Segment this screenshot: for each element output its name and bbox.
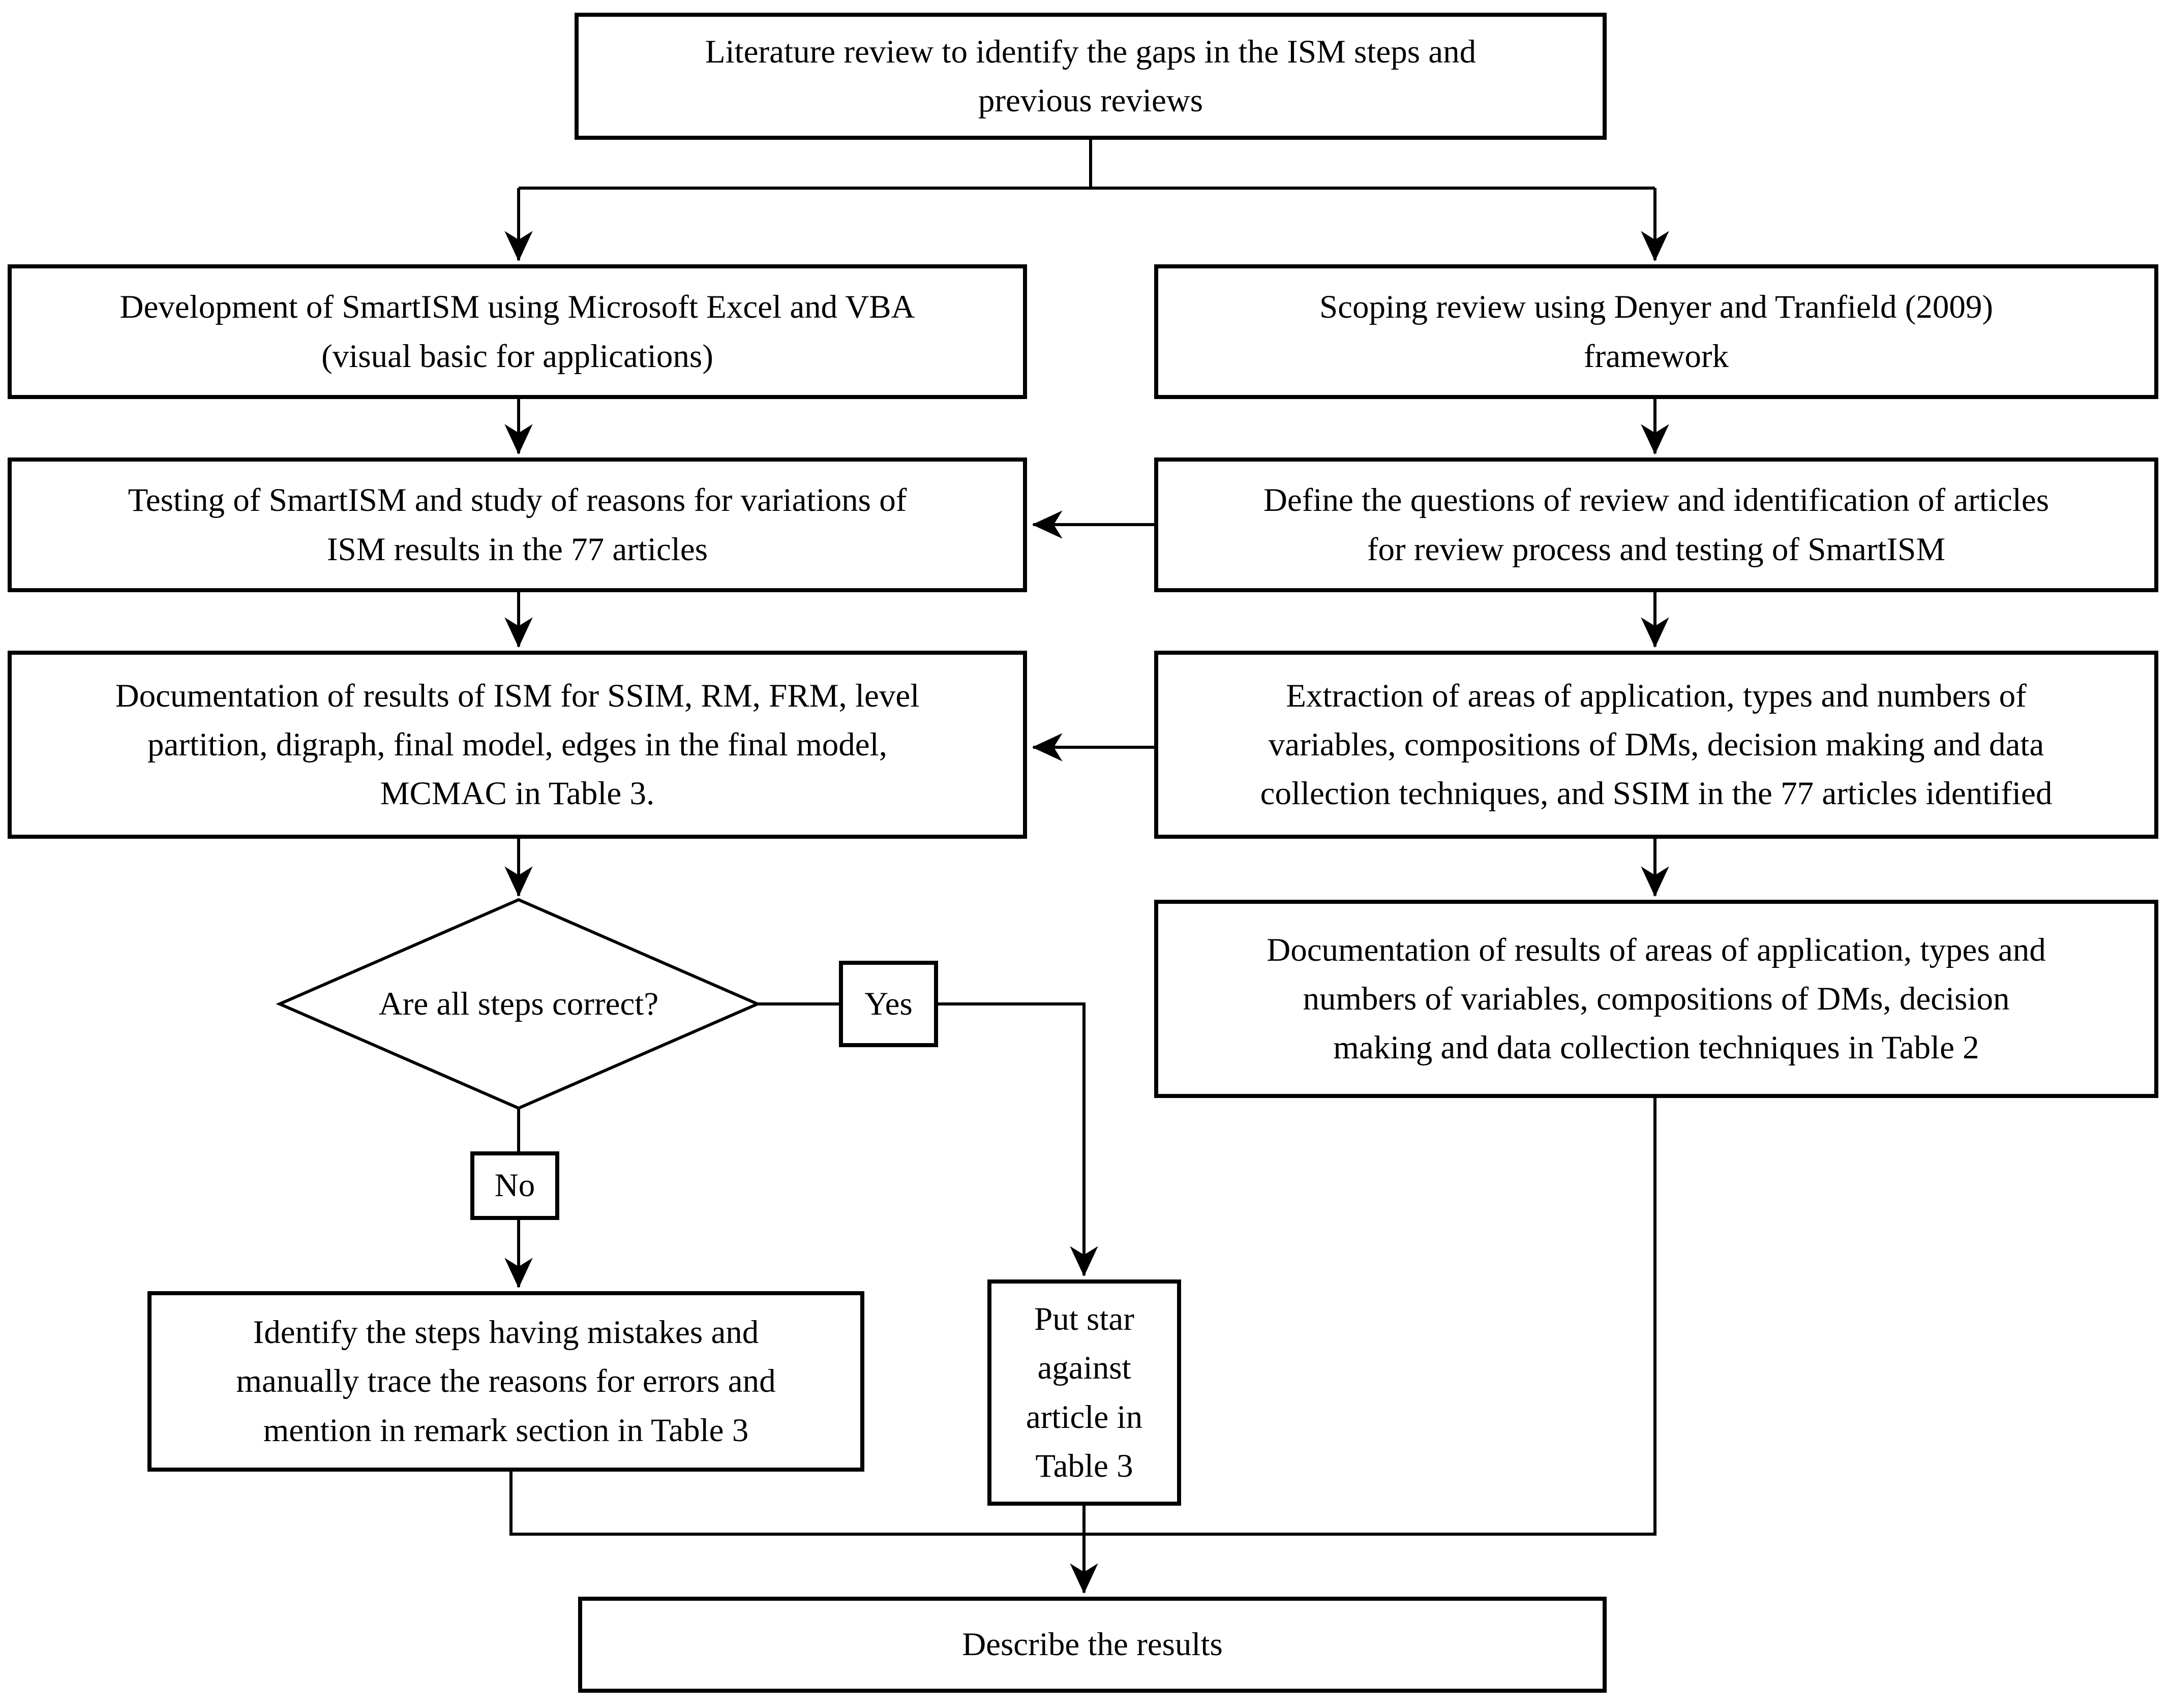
node-documentation-ism: Documentation of results of ISM for SSIM… — [8, 651, 1027, 839]
node-extraction-areas: Extraction of areas of application, type… — [1154, 651, 2158, 839]
node-no-label: No — [470, 1151, 559, 1220]
arrow-yes-to-putstar — [938, 1002, 1098, 1277]
node-put-star: Put star against article in Table 3 — [987, 1279, 1181, 1506]
node-documentation-areas: Documentation of results of areas of app… — [1154, 900, 2158, 1098]
node-decision-label: Are all steps correct? — [378, 985, 659, 1022]
node-scoping-review: Scoping review using Denyer and Tranfiel… — [1154, 264, 2158, 399]
node-identify-steps: Identify the steps having mistakes and m… — [147, 1291, 864, 1472]
node-yes-label: Yes — [839, 961, 938, 1047]
node-literature-review: Literature review to identify the gaps i… — [575, 13, 1607, 140]
node-development-smartism: Development of SmartISM using Microsoft … — [8, 264, 1027, 399]
node-testing-smartism: Testing of SmartISM and study of reasons… — [8, 458, 1027, 592]
node-define-questions: Define the questions of review and ident… — [1154, 458, 2158, 592]
node-describe-results: Describe the results — [578, 1597, 1607, 1693]
